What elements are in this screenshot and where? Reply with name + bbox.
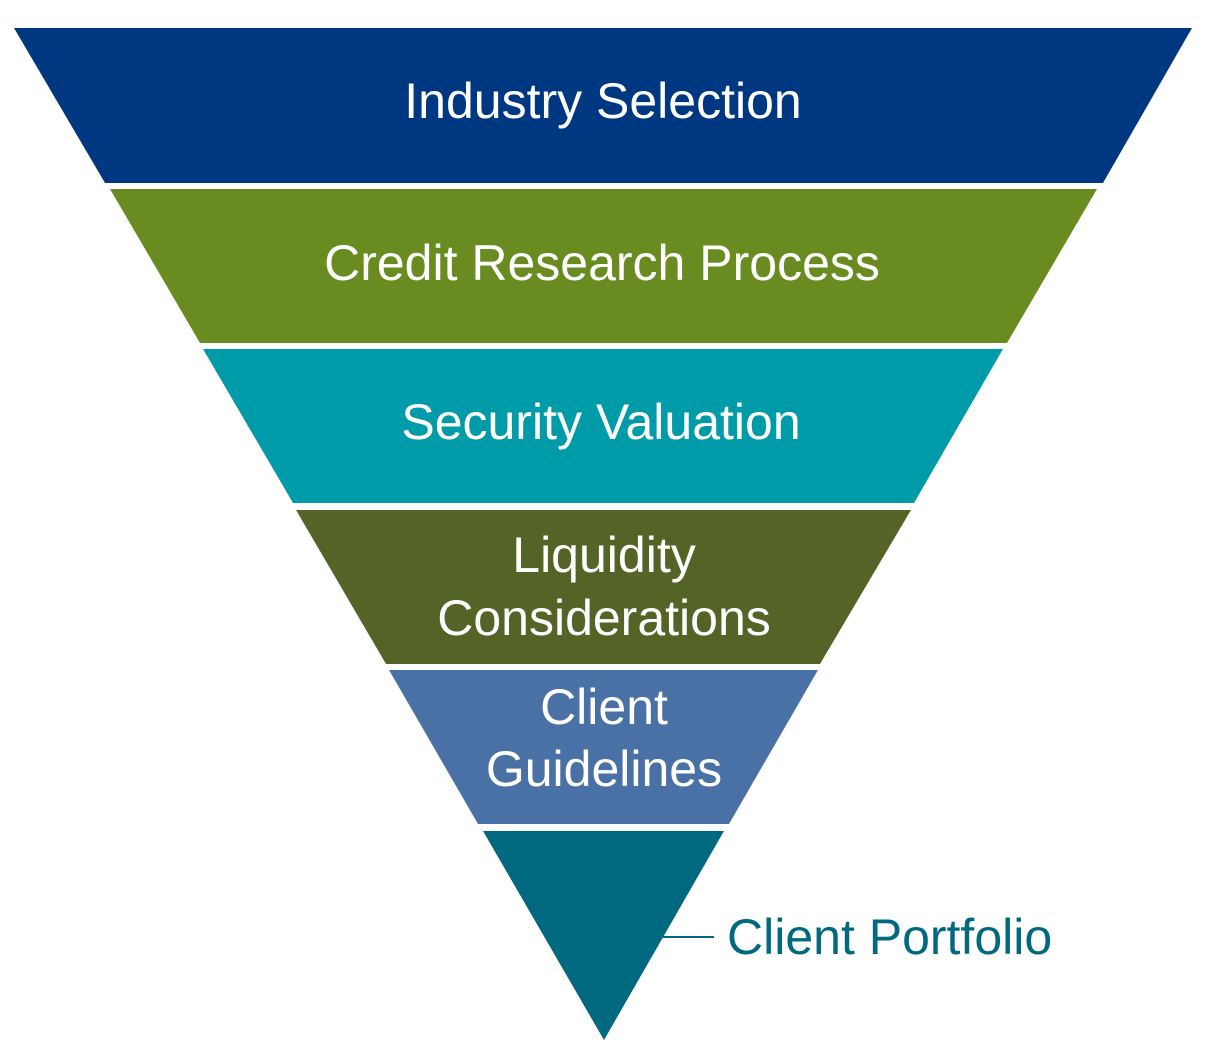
- layer-liquidity-considerations-label-line2: Considerations: [437, 590, 771, 646]
- layer-credit-research-process: Credit Research Process: [110, 189, 1097, 343]
- layer-credit-research-process-band: [110, 189, 1097, 343]
- layer-industry-selection: Industry Selection: [14, 28, 1192, 183]
- layer-client-guidelines: Client Guidelines: [389, 670, 818, 824]
- layer-security-valuation-band: [203, 349, 1003, 503]
- layer-credit-research-process-label: Credit Research Process: [324, 235, 880, 291]
- layer-industry-selection-label: Industry Selection: [404, 73, 801, 129]
- layer-liquidity-considerations: Liquidity Considerations: [296, 510, 911, 664]
- layer-liquidity-considerations-label-line1: Liquidity: [512, 527, 695, 583]
- client-portfolio-callout-label: Client Portfolio: [727, 909, 1052, 965]
- layer-security-valuation-label: Security Valuation: [401, 394, 800, 450]
- layer-client-portfolio-band: [483, 831, 724, 1040]
- layer-client-portfolio: [483, 831, 724, 1040]
- layer-client-guidelines-label-line2: Guidelines: [486, 741, 722, 797]
- layer-client-guidelines-label-line1: Client: [540, 679, 668, 735]
- layer-security-valuation: Security Valuation: [203, 349, 1003, 503]
- layer-client-guidelines-band: [389, 670, 818, 824]
- client-portfolio-callout: Client Portfolio: [663, 909, 1052, 965]
- layer-liquidity-considerations-band: [296, 510, 911, 664]
- layer-industry-selection-band: [14, 28, 1192, 183]
